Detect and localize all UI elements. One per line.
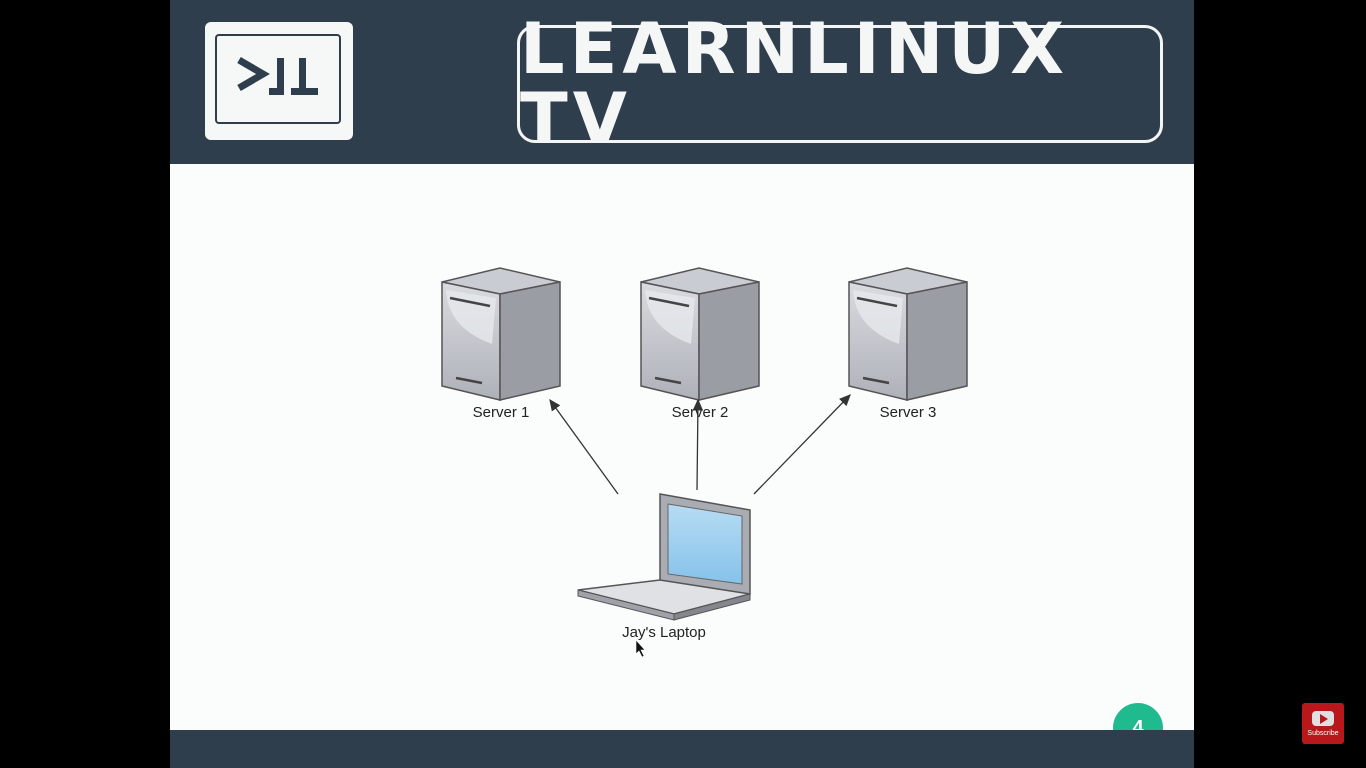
terminal-logo-icon <box>237 56 318 95</box>
arrow-to-server-1 <box>549 398 619 495</box>
slide-header: LEARNLINUX TV <box>170 0 1194 164</box>
channel-logo <box>205 22 353 140</box>
server-1-label: Server 1 <box>472 404 530 421</box>
subscribe-button[interactable]: Subscribe <box>1302 703 1344 744</box>
server-2-label: Server 2 <box>671 404 729 421</box>
server-1-icon <box>441 267 561 401</box>
youtube-play-icon <box>1312 710 1334 726</box>
arrow-to-server-3 <box>753 394 851 495</box>
server-3-icon <box>848 267 968 401</box>
brand-banner: LEARNLINUX TV <box>517 14 1163 154</box>
arrow-to-server-2 <box>692 398 704 491</box>
server-3-label: Server 3 <box>879 404 937 421</box>
server-2-icon <box>640 267 760 401</box>
slide-footer <box>170 730 1194 768</box>
network-diagram <box>441 267 968 658</box>
logo-frame <box>215 34 341 124</box>
slide: LEARNLINUX TV <box>170 0 1194 768</box>
brand-title: LEARNLINUX TV <box>520 8 1070 160</box>
laptop-icon <box>577 493 751 621</box>
subscribe-label: Subscribe <box>1307 729 1339 737</box>
laptop-label: Jay's Laptop <box>622 624 706 641</box>
mouse-cursor-icon <box>635 639 646 658</box>
